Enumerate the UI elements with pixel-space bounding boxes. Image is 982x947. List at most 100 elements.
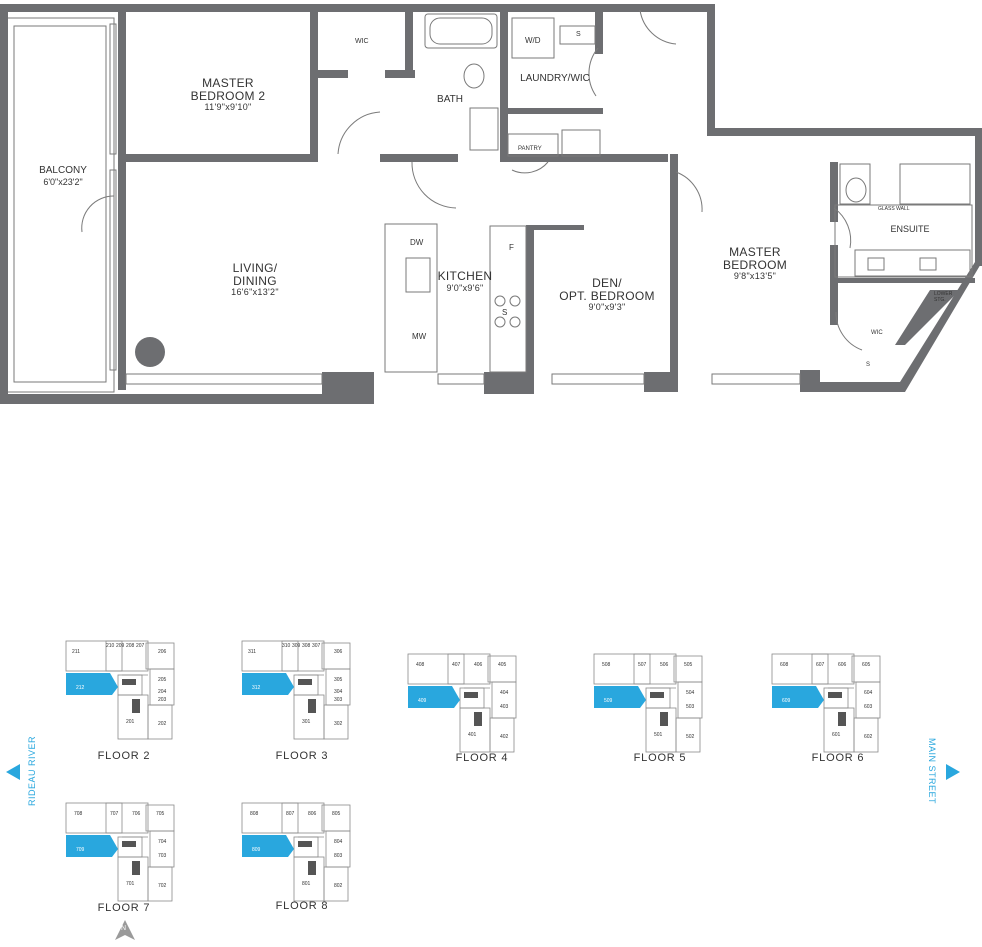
unit-number: 805 <box>332 811 341 817</box>
room-dims: 9'0"x9'3" <box>588 302 626 313</box>
key-plan-outline <box>241 640 351 740</box>
unit-number: 301 <box>302 719 311 725</box>
room-den: DEN/ OPT. BEDROOM 9'0"x9'3" <box>548 277 666 313</box>
unit-number: 809 <box>252 847 261 853</box>
unit-number: 304 <box>334 689 343 695</box>
floor-plan <box>0 4 982 404</box>
room-dims: 9'8"x13'5" <box>733 271 777 282</box>
unit-number: 211 <box>72 649 80 655</box>
unit-number: 404 <box>500 690 509 696</box>
unit-number: 407 <box>452 662 461 668</box>
unit-number: 309 <box>292 643 301 649</box>
unit-number: 502 <box>686 734 695 740</box>
unit-number: 303 <box>334 697 343 703</box>
room-kitchen: KITCHEN 9'0"x9'6" <box>424 270 506 293</box>
unit-number: 707 <box>110 811 119 817</box>
fixture-dw: DW <box>410 238 424 247</box>
unit-number: 406 <box>474 662 483 668</box>
room-master-bedroom: MASTER BEDROOM 9'8"x13'5" <box>700 246 810 282</box>
unit-number: 210 <box>106 643 115 649</box>
balcony-outline <box>13 25 107 383</box>
unit-number: 505 <box>684 662 693 668</box>
unit-number: 605 <box>862 662 871 668</box>
unit-number: 507 <box>638 662 647 668</box>
fixture-wic-top: WIC <box>355 38 369 45</box>
arrow-left-icon <box>6 764 20 780</box>
unit-number: 706 <box>132 811 141 817</box>
key-plan-caption: FLOOR 8 <box>275 900 329 912</box>
unit-number: 203 <box>158 697 167 703</box>
unit-number: 312 <box>252 685 261 691</box>
fixture-lower-stg-line2: STG. <box>934 297 946 303</box>
key-plan-caption: FLOOR 4 <box>455 752 509 764</box>
unit-number: 708 <box>74 811 83 817</box>
room-dims: 9'0"x9'6" <box>446 282 484 293</box>
room-dims: 6'0"x23'2" <box>43 176 83 187</box>
key-plan-2 <box>62 635 182 747</box>
unit-number: 803 <box>334 853 343 859</box>
unit-number: 508 <box>602 662 611 668</box>
unit-number: 703 <box>158 853 167 859</box>
room-name: MASTER <box>729 245 781 259</box>
room-ensuite: ENSUITE <box>890 224 930 234</box>
key-plan-3 <box>238 635 358 747</box>
unit-number: 702 <box>158 883 167 889</box>
walls <box>0 4 982 404</box>
unit-number: 701 <box>126 881 135 887</box>
fixture-wd: W/D <box>525 36 541 45</box>
room-dims: 16'6"x13'2" <box>231 287 279 298</box>
unit-number: 807 <box>286 811 295 817</box>
unit-number: 212 <box>76 685 85 691</box>
room-name: BALCONY <box>39 165 87 176</box>
unit-number: 509 <box>604 698 613 704</box>
unit-number: 209 <box>116 643 125 649</box>
fixture-lower-stg-line1: LOWER <box>934 291 953 297</box>
unit-number: 608 <box>780 662 789 668</box>
unit-number: 307 <box>312 643 321 649</box>
unit-number: 607 <box>816 662 825 668</box>
unit-number: 308 <box>302 643 311 649</box>
unit-number: 204 <box>158 689 167 695</box>
key-plan-caption: FLOOR 5 <box>633 752 687 764</box>
unit-number: 802 <box>334 883 343 889</box>
unit-number: 604 <box>864 690 873 696</box>
key-plan-outline <box>241 802 351 902</box>
unit-number: 408 <box>416 662 425 668</box>
key-plan-caption: FLOOR 6 <box>811 752 865 764</box>
arrow-right-icon <box>946 764 960 780</box>
unit-number: 310 <box>282 643 291 649</box>
room-name: KITCHEN <box>437 269 493 283</box>
unit-number: 402 <box>500 734 509 740</box>
room-living-dining: LIVING/ DINING 16'6"x13'2" <box>200 262 310 298</box>
room-name: DINING <box>233 273 277 288</box>
unit-number: 305 <box>334 677 343 683</box>
room-name: DEN/ <box>592 276 622 290</box>
direction-right: MAIN STREET <box>927 737 937 804</box>
key-plan-caption: FLOOR 2 <box>97 750 151 762</box>
unit-number: 208 <box>126 643 135 649</box>
unit-number: 603 <box>864 704 873 710</box>
unit-number: 609 <box>782 698 791 704</box>
unit-number: 206 <box>158 649 167 655</box>
key-plan-caption: FLOOR 7 <box>97 902 151 914</box>
unit-number: 709 <box>76 847 85 853</box>
key-plan-outline <box>593 653 703 753</box>
room-balcony: BALCONY 6'0"x23'2" <box>18 165 108 187</box>
north-label: N <box>121 925 127 932</box>
unit-number: 504 <box>686 690 695 696</box>
unit-number: 202 <box>158 721 167 727</box>
room-name: LIVING/ <box>232 261 278 275</box>
fixture-s-stove: S <box>502 308 508 317</box>
key-plan-8 <box>238 797 358 909</box>
column <box>135 337 165 367</box>
unit-number: 201 <box>126 719 135 725</box>
room-laundry: LAUNDRY/WIC <box>520 73 590 84</box>
fixture-s-top: S <box>576 31 581 38</box>
unit-number: 506 <box>660 662 669 668</box>
unit-number: 601 <box>832 732 841 738</box>
unit-number: 705 <box>156 811 165 817</box>
unit-number: 405 <box>498 662 507 668</box>
unit-number: 804 <box>334 839 343 845</box>
unit-number: 501 <box>654 732 663 738</box>
key-plan-outline <box>407 653 517 753</box>
